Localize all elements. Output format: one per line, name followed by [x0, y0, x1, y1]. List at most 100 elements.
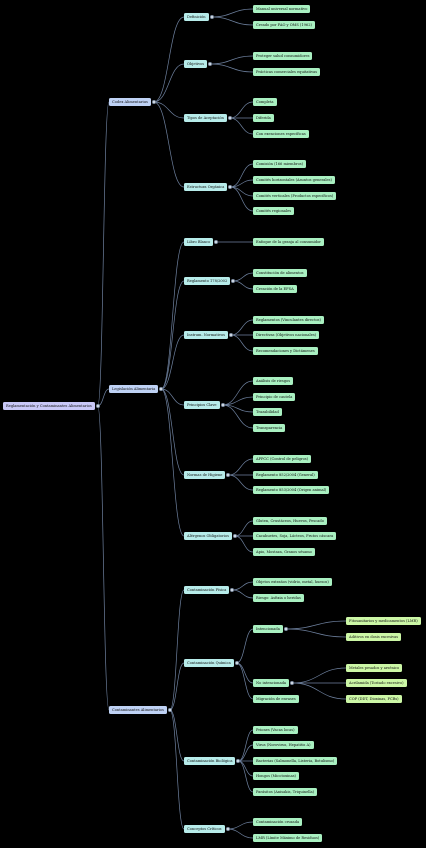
group-node[interactable]: Tipos de Aceptación: [184, 114, 227, 122]
leaf-node[interactable]: Comités regionales: [253, 207, 295, 215]
leaf-node[interactable]: Creado por FAO y OMS (1962): [253, 21, 315, 29]
group-node-toggle[interactable]: [228, 333, 233, 337]
leaf-node[interactable]: Priones (Vacas locas): [253, 726, 298, 734]
group-node-toggle[interactable]: [214, 240, 219, 244]
mindmap-link: [153, 101, 185, 188]
group-node[interactable]: Estructura Orgánica: [184, 183, 228, 191]
leaf-node[interactable]: Bacterias (Salmonella, Listeria, Botulis…: [253, 757, 338, 765]
group-node[interactable]: Reglamento 178/2002: [184, 277, 231, 285]
leaf-node[interactable]: Aditivos en dosis excesivas: [346, 633, 402, 641]
leaf-node[interactable]: Manual universal normativo: [253, 5, 311, 13]
leaf-node[interactable]: Objetos extraños (vidrio, metal, huesos): [253, 578, 332, 586]
group-node-toggle[interactable]: [236, 759, 241, 763]
leaf-node[interactable]: Hongos (Micotoxinas): [253, 772, 299, 780]
mindmap-link: [222, 396, 254, 406]
mindmap-link: [222, 404, 254, 429]
leaf-node[interactable]: Principio de cautela: [253, 393, 296, 401]
group-node-toggle[interactable]: [220, 403, 225, 407]
leaf-node[interactable]: APPCC (Control de peligros): [253, 455, 312, 463]
mindmap-link: [233, 280, 254, 290]
group-node-toggle[interactable]: [228, 185, 233, 189]
leaf-node[interactable]: Creación de la EFSA: [253, 285, 297, 293]
leaf-node[interactable]: Reglamento 853/2004 (Origen animal): [253, 486, 330, 494]
mindmap-link: [160, 241, 185, 390]
leaf-node[interactable]: Comités verticales (Productos específico…: [253, 192, 337, 200]
subgroup-node-toggle[interactable]: [290, 681, 295, 685]
group-node[interactable]: Definición: [184, 13, 209, 21]
mindmap-link: [222, 380, 254, 406]
group-node-toggle[interactable]: [208, 62, 213, 66]
group-node-toggle[interactable]: [225, 827, 230, 831]
leaf-node[interactable]: Comités horizontales (Asuntos generales): [253, 176, 335, 184]
leaf-node[interactable]: Gluten, Crustáceos, Huevos, Pescado: [253, 517, 327, 525]
category-node[interactable]: Codex Alimentarius: [109, 98, 151, 106]
leaf-node[interactable]: Migración de envases: [253, 695, 299, 703]
subgroup-node[interactable]: Intencionada: [253, 625, 283, 633]
mindmap-link: [228, 474, 254, 491]
category-node[interactable]: Contaminantes Alimentarios: [109, 706, 167, 714]
leaf-node[interactable]: Acrilamida (Tostado excesivo): [346, 679, 407, 687]
subgroup-node-toggle[interactable]: [283, 627, 288, 631]
category-node-toggle[interactable]: [159, 387, 164, 391]
subgroup-node[interactable]: No intencionada: [253, 679, 290, 687]
group-node[interactable]: Contaminación Química: [184, 659, 234, 667]
category-node[interactable]: Legislación Alimentaria: [109, 385, 159, 393]
mindmap-link: [161, 388, 185, 476]
leaf-node[interactable]: Comisión (166 miembros): [253, 160, 307, 168]
group-node-toggle[interactable]: [231, 279, 236, 283]
group-node[interactable]: Libro Blanco: [184, 238, 214, 246]
leaf-node[interactable]: Constitución de alimentos: [253, 269, 307, 277]
group-node[interactable]: Alérgenos Obligatorios: [184, 532, 232, 540]
leaf-node[interactable]: Proteger salud consumidores: [253, 52, 313, 60]
root-node[interactable]: Reglamentación y Contaminantes Alimentar…: [3, 402, 95, 410]
group-node[interactable]: Contaminación Biológica: [184, 757, 236, 765]
group-node[interactable]: Conceptos Críticos: [184, 825, 225, 833]
leaf-node[interactable]: Reglamentos (Vinculantes directos): [253, 316, 324, 324]
group-node[interactable]: Contaminación Física: [184, 586, 230, 594]
mindmap-link: [160, 388, 185, 537]
leaf-node[interactable]: Trazabilidad: [253, 408, 282, 416]
mindmap-link: [230, 334, 254, 352]
group-node-toggle[interactable]: [209, 15, 214, 19]
leaf-node[interactable]: COP (DDT, Dioxinas, PCBs): [346, 695, 402, 703]
leaf-node[interactable]: Con exenciones específicas: [253, 130, 309, 138]
leaf-node[interactable]: Metales pesados y arsénico: [346, 664, 403, 672]
leaf-node[interactable]: Riesgo: Asfixia o heridas: [253, 594, 304, 602]
leaf-node[interactable]: Transparencia: [253, 424, 286, 432]
mindmap-link: [161, 388, 185, 406]
leaf-node[interactable]: Fitosanitarios y medicamentos (LMR): [346, 617, 421, 625]
group-node[interactable]: Objetivos: [184, 60, 208, 68]
group-node[interactable]: Normas de Higiene: [184, 471, 226, 479]
leaf-node[interactable]: Apio, Mostaza, Granos sésamo: [253, 548, 315, 556]
group-node-toggle[interactable]: [234, 661, 239, 665]
group-node[interactable]: Principios Clave: [184, 401, 220, 409]
leaf-node[interactable]: Virus (Norovirus, Hepatitis A): [253, 741, 314, 749]
group-node-toggle[interactable]: [226, 473, 231, 477]
mindmap-link: [169, 589, 185, 711]
leaf-node[interactable]: Enfoque de la granja al consumidor: [253, 238, 325, 246]
leaf-node[interactable]: Parásitos (Anisakis, Triquinella): [253, 788, 318, 796]
leaf-node[interactable]: Prácticas comerciales equitativas: [253, 68, 321, 76]
category-node-toggle[interactable]: [151, 100, 156, 104]
leaf-node[interactable]: Contaminación cruzada: [253, 818, 303, 826]
mindmap-link: [238, 760, 254, 777]
leaf-node[interactable]: Recomendaciones y Dictámenes: [253, 347, 318, 355]
leaf-node[interactable]: Reglamento 852/2004 (General): [253, 471, 318, 479]
leaf-node[interactable]: Completa: [253, 98, 277, 106]
leaf-node[interactable]: Directivas (Objetivos nacionales): [253, 331, 320, 339]
mindmap-link: [285, 620, 347, 630]
group-node[interactable]: Instrum. Normativos: [184, 331, 228, 339]
leaf-node[interactable]: Análisis de riesgos: [253, 377, 294, 385]
mindmap-link: [233, 272, 254, 282]
group-node-toggle[interactable]: [230, 588, 235, 592]
mindmap-link: [160, 280, 185, 390]
leaf-node[interactable]: LMR (Límite Máximo de Residuos): [253, 834, 323, 842]
mindmap-link: [169, 709, 185, 762]
leaf-node[interactable]: Diferida: [253, 114, 274, 122]
root-node-toggle[interactable]: [95, 404, 100, 408]
category-node-toggle[interactable]: [167, 708, 172, 712]
group-node-toggle[interactable]: [227, 116, 232, 120]
mindmap-link: [153, 16, 185, 103]
group-node-toggle[interactable]: [232, 534, 237, 538]
leaf-node[interactable]: Cacahuetes, Soja, Lácteos, Frutos cáscar…: [253, 532, 337, 540]
